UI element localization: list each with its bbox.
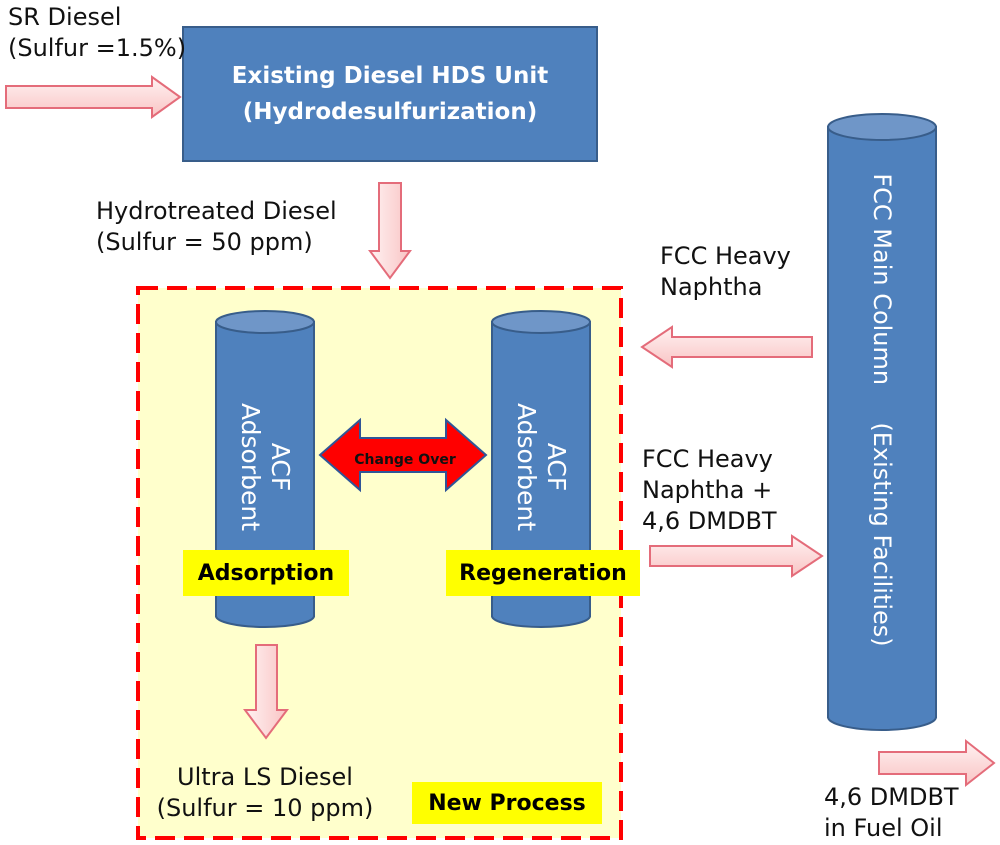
right-column-label: ACF Adsorbent <box>511 403 571 531</box>
left-column-line1: ACF <box>266 442 295 492</box>
hydrotreated-diesel-label: Hydrotreated Diesel (Sulfur = 50 ppm) <box>96 196 337 258</box>
adsorption-tag: Adsorption <box>183 550 349 596</box>
arrow-fcc-return <box>649 534 824 578</box>
fcc-feed-line2: Naphtha <box>660 273 763 301</box>
fuel-oil-label: 4,6 DMDBT in Fuel Oil <box>824 782 959 844</box>
hydrotreated-line1: Hydrotreated Diesel <box>96 197 337 225</box>
product-line2: (Sulfur = 10 ppm) <box>156 794 374 822</box>
change-over-label: Change Over <box>354 452 456 468</box>
fuel-oil-line1: 4,6 DMDBT <box>824 783 959 811</box>
hydrotreated-line2: (Sulfur = 50 ppm) <box>96 228 313 256</box>
right-column-line2: Adsorbent <box>512 402 541 532</box>
arrow-fuel-oil-out <box>878 738 996 788</box>
left-column-line2: Adsorbent <box>236 402 265 532</box>
sr-diesel-label: SR Diesel (Sulfur =1.5%) <box>8 2 186 64</box>
arrow-fcc-naphtha-feed <box>640 325 813 369</box>
fcc-return-label: FCC Heavy Naphtha + 4,6 DMDBT <box>642 444 777 537</box>
change-over-double-arrow <box>318 417 488 493</box>
arrow-product-down <box>243 644 289 740</box>
sr-diesel-line2: (Sulfur =1.5%) <box>8 34 187 62</box>
hds-unit-line2: (Hydrodesulfurization) <box>242 99 538 125</box>
hds-unit-line1: Existing Diesel HDS Unit <box>231 63 549 89</box>
product-label: Ultra LS Diesel (Sulfur = 10 ppm) <box>150 762 380 824</box>
hds-unit-box <box>182 26 598 162</box>
arrow-sr-diesel-feed <box>5 75 182 119</box>
fcc-return-line1: FCC Heavy <box>642 445 773 473</box>
fcc-return-line2: Naphtha + <box>642 476 773 504</box>
product-line1: Ultra LS Diesel <box>177 763 353 791</box>
new-process-tag: New Process <box>412 782 602 824</box>
fcc-feed-line1: FCC Heavy <box>660 242 791 270</box>
regeneration-tag: Regeneration <box>446 550 640 596</box>
fcc-column-line2: (Existing Facilities) <box>868 422 896 647</box>
fcc-return-line3: 4,6 DMDBT <box>642 507 777 535</box>
fcc-column-label: FCC Main Column (Existing Facilities) <box>867 173 897 646</box>
fcc-feed-label: FCC Heavy Naphtha <box>660 241 791 303</box>
hds-unit-title: Existing Diesel HDS Unit (Hydrodesulfuri… <box>183 27 597 161</box>
arrow-hydrotreated-down <box>368 182 412 280</box>
fcc-column-line1: FCC Main Column <box>868 173 896 386</box>
fuel-oil-line2: in Fuel Oil <box>824 814 943 842</box>
left-column-label: ACF Adsorbent <box>235 403 295 531</box>
fcc-main-column <box>827 113 937 731</box>
sr-diesel-line1: SR Diesel <box>8 3 122 31</box>
right-column-line1: ACF <box>542 442 571 492</box>
